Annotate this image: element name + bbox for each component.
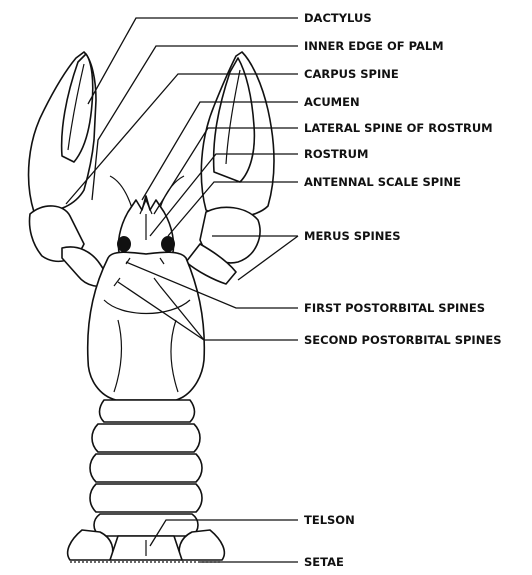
labels: DACTYLUS INNER EDGE OF PALM CARPUS SPINE…: [304, 11, 501, 569]
label-dactylus: DACTYLUS: [304, 11, 372, 25]
label-carpus-spine: CARPUS SPINE: [304, 67, 399, 81]
label-merus-spines: MERUS SPINES: [304, 229, 401, 243]
right-claw: [186, 52, 274, 284]
label-inner-edge-of-palm: INNER EDGE OF PALM: [304, 39, 444, 53]
label-acumen: ACUMEN: [304, 95, 360, 109]
left-eye: [117, 236, 131, 252]
label-first-postorbital-spines: FIRST POSTORBITAL SPINES: [304, 301, 485, 315]
label-second-postorbital-spines: SECOND POSTORBITAL SPINES: [304, 333, 501, 347]
carapace: [88, 252, 205, 400]
head: [117, 196, 175, 256]
leader-dactylus: [88, 18, 298, 104]
right-antenna: [160, 176, 184, 208]
label-rostrum: ROSTRUM: [304, 147, 368, 161]
abdomen: [90, 400, 202, 536]
right-eye: [161, 236, 175, 252]
label-lateral-spine-of-rostrum: LATERAL SPINE OF ROSTRUM: [304, 121, 493, 135]
left-antenna: [110, 176, 132, 208]
label-telson: TELSON: [304, 513, 355, 527]
label-antennal-scale-spine: ANTENNAL SCALE SPINE: [304, 175, 461, 189]
label-setae: SETAE: [304, 555, 344, 569]
left-claw: [29, 52, 112, 286]
